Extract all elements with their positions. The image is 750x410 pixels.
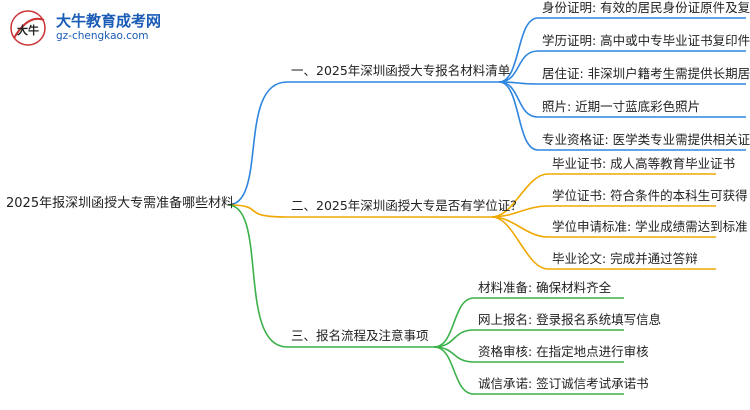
leaf-topic: 居住证: 非深圳户籍考生需提供长期居住证	[542, 66, 750, 81]
branch-topic: 二、2025年深圳函授大专是否有学位证？	[291, 198, 523, 213]
leaf-connector	[498, 81, 539, 151]
leaf-connector	[433, 329, 475, 348]
logo-title: 大牛教育成考网	[56, 12, 162, 30]
leaf-topic: 身份证明: 有效的居民身份证原件及复印件	[542, 0, 750, 15]
branch-topic: 一、2025年深圳函授大专报名材料清单	[291, 63, 511, 78]
leaf-connector	[498, 17, 539, 83]
leaf-topic: 资格审核: 在指定地点进行审核	[478, 344, 649, 359]
leaf-topic: 诚信承诺: 签订诚信考试承诺书	[478, 376, 649, 391]
logo-url: gz-chengkao.com	[56, 30, 149, 42]
leaf-connector	[433, 346, 475, 395]
branch-connector	[227, 81, 288, 206]
logo-mark-icon: 大牛	[10, 10, 46, 46]
leaf-topic: 网上报名: 登录报名系统填写信息	[478, 312, 662, 327]
leaf-topic: 照片: 近期一寸蓝底彩色照片	[542, 99, 701, 114]
leaf-topic: 毕业论文: 完成并通过答辩	[552, 251, 698, 266]
leaf-topic: 学位证书: 符合条件的本科生可获得	[552, 188, 748, 203]
leaf-connector	[498, 50, 539, 83]
logo-mark-text: 大牛	[17, 23, 39, 37]
leaf-topic: 专业资格证: 医学类专业需提供相关证书	[542, 132, 750, 147]
leaf-topic: 学历证明: 高中或中专毕业证书复印件	[542, 33, 750, 48]
leaf-connector	[491, 216, 549, 270]
branch-connector	[227, 204, 288, 218]
branch-connector	[227, 204, 288, 348]
leaf-topic: 学位申请标准: 学业成绩需达到标准	[552, 219, 748, 234]
leaf-topic: 材料准备: 确保材料齐全	[478, 280, 612, 295]
leaf-connector	[491, 173, 549, 218]
leaf-topic: 毕业证书: 成人高等教育毕业证书	[552, 156, 736, 171]
branch-topic: 三、报名流程及注意事项	[291, 328, 429, 343]
leaf-connector	[498, 81, 539, 118]
root-topic: 2025年报深圳函授大专需准备哪些材料	[6, 196, 235, 211]
site-logo[interactable]: 大牛 大牛教育成考网 gz-chengkao.com	[8, 8, 188, 48]
leaf-connector	[433, 297, 475, 348]
